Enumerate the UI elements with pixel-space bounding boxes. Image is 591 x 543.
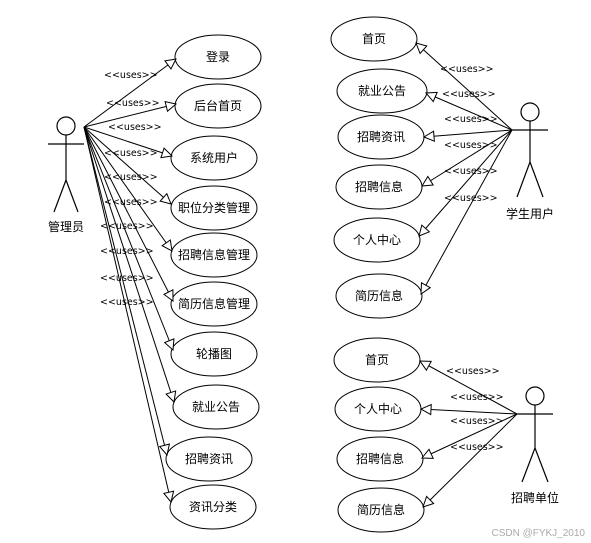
use-case-label: 首页 bbox=[362, 32, 386, 46]
student-associations bbox=[416, 43, 513, 294]
use-case-label: 职位分类管理 bbox=[178, 200, 250, 215]
use-case-ellipse: 招聘资讯 bbox=[165, 436, 253, 482]
uses-label: <<uses>> bbox=[444, 166, 498, 177]
student-use-case-group: 首页 就业公告 招聘资讯 招聘信息 个人中心 简历信息 bbox=[330, 16, 428, 319]
uses-label: <<uses>> bbox=[444, 193, 498, 204]
uses-label: <<uses>> bbox=[450, 416, 504, 427]
company-uses-labels: <<uses>> <<uses>> <<uses>> <<uses>> bbox=[446, 366, 504, 453]
uses-label: <<uses>> bbox=[442, 89, 496, 100]
use-case-label: 招聘资讯 bbox=[357, 130, 405, 144]
use-case-label: 资讯分类 bbox=[189, 500, 237, 514]
uses-label: <<uses>> bbox=[440, 64, 494, 75]
uses-label: <<uses>> bbox=[446, 366, 500, 377]
use-case-ellipse: 简历信息管理 bbox=[170, 281, 258, 327]
use-case-ellipse: 个人中心 bbox=[334, 386, 422, 432]
use-case-label: 登录 bbox=[206, 49, 230, 64]
admin-associations bbox=[83, 59, 176, 502]
use-case-label: 就业公告 bbox=[358, 84, 406, 98]
use-case-label: 首页 bbox=[365, 353, 389, 367]
use-case-ellipse: 系统用户 bbox=[170, 135, 258, 181]
use-case-ellipse: 招聘资讯 bbox=[337, 114, 425, 160]
use-case-label: 系统用户 bbox=[190, 150, 238, 165]
use-case-label: 简历信息管理 bbox=[178, 296, 250, 311]
uses-label: <<uses>> bbox=[450, 392, 504, 403]
actor-student-head bbox=[520, 102, 540, 122]
use-case-label: 轮播图 bbox=[196, 347, 232, 361]
use-case-ellipse: 个人中心 bbox=[333, 217, 421, 263]
use-case-ellipse: 就业公告 bbox=[172, 384, 260, 430]
admin-use-case-group: 登录 后台首页 系统用户 职位分类管理 招聘信息管理 简历信息管理 轮播图 就业… bbox=[165, 34, 262, 530]
use-case-label: 招聘信息 bbox=[356, 451, 404, 466]
use-case-label: 招聘资讯 bbox=[185, 452, 233, 466]
uses-label: <<uses>> bbox=[106, 98, 160, 109]
student-uses-labels: <<uses>> <<uses>> <<uses>> <<uses>> <<us… bbox=[440, 64, 498, 204]
use-case-label: 就业公告 bbox=[192, 400, 240, 414]
use-case-ellipse: 首页 bbox=[333, 337, 421, 383]
use-case-ellipse: 招聘信息管理 bbox=[170, 232, 258, 278]
use-case-ellipse: 首页 bbox=[330, 16, 418, 62]
use-case-ellipse: 简历信息 bbox=[337, 487, 425, 533]
use-case-label: 招聘信息管理 bbox=[178, 247, 250, 262]
use-case-label: 后台首页 bbox=[194, 98, 242, 113]
actor-student-label: 学生用户 bbox=[506, 206, 554, 221]
uses-label: <<uses>> bbox=[100, 297, 154, 308]
actor-company-label: 招聘单位 bbox=[511, 490, 559, 505]
actor-admin-head bbox=[56, 116, 76, 136]
use-case-ellipse: 轮播图 bbox=[170, 331, 258, 377]
use-case-label: 个人中心 bbox=[354, 401, 402, 416]
use-case-ellipse: 就业公告 bbox=[336, 68, 428, 114]
use-case-ellipse: 职位分类管理 bbox=[170, 185, 258, 231]
use-case-label: 个人中心 bbox=[353, 232, 401, 247]
uses-label: <<uses>> bbox=[444, 140, 498, 151]
use-case-ellipse: 登录 bbox=[174, 34, 262, 80]
uses-label: <<uses>> bbox=[100, 246, 154, 257]
uses-label: <<uses>> bbox=[444, 114, 498, 125]
uses-label: <<uses>> bbox=[104, 70, 158, 81]
uses-label: <<uses>> bbox=[104, 172, 158, 183]
actor-company-head bbox=[525, 386, 545, 406]
use-case-label: 招聘信息 bbox=[355, 179, 403, 194]
actor-company: 招聘单位 bbox=[511, 386, 559, 505]
use-case-label: 简历信息 bbox=[355, 288, 403, 303]
uses-label: <<uses>> bbox=[450, 442, 504, 453]
use-case-label: 简历信息 bbox=[357, 502, 405, 517]
uses-label: <<uses>> bbox=[104, 197, 158, 208]
uses-label: <<uses>> bbox=[100, 273, 154, 284]
use-case-ellipse: 招聘信息 bbox=[336, 436, 424, 482]
company-use-case-group: 首页 个人中心 招聘信息 简历信息 bbox=[333, 337, 425, 533]
uses-label: <<uses>> bbox=[108, 122, 162, 133]
use-case-ellipse: 后台首页 bbox=[174, 83, 262, 129]
uses-label: <<uses>> bbox=[104, 148, 158, 159]
watermark: CSDN @FYKJ_2010 bbox=[491, 528, 585, 539]
actor-student: 学生用户 bbox=[506, 102, 554, 221]
company-associations bbox=[420, 361, 518, 507]
use-case-ellipse: 资讯分类 bbox=[169, 484, 257, 530]
uses-label: <<uses>> bbox=[100, 221, 154, 232]
admin-uses-labels: <<uses>> <<uses>> <<uses>> <<uses>> <<us… bbox=[100, 70, 162, 308]
actor-admin: 管理员 bbox=[48, 116, 84, 234]
actor-admin-label: 管理员 bbox=[48, 219, 84, 234]
use-case-ellipse: 招聘信息 bbox=[335, 164, 423, 210]
use-case-ellipse: 简历信息 bbox=[335, 273, 423, 319]
